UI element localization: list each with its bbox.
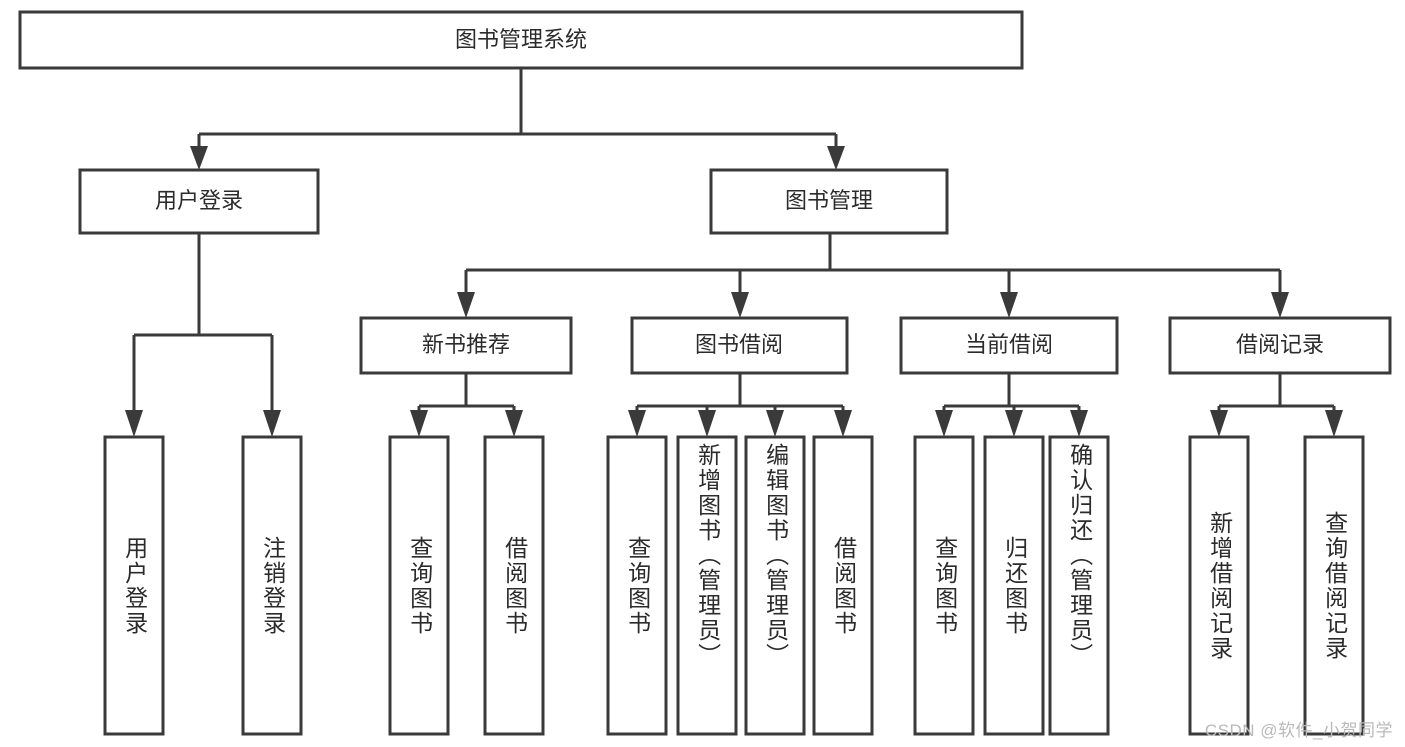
node-labels: 图书管理系统 用户登录 图书管理 新书推荐 图书借阅 当前借阅 借阅记录 <box>155 27 1324 357</box>
connectors <box>125 68 1343 437</box>
arrow-to-leaf-borrow-book-1 <box>505 410 523 437</box>
connector-book-mgmt-to-level3 <box>464 233 1282 296</box>
connector-new-book-rec-to-leaves <box>417 373 516 414</box>
arrow-to-leaf-query-book-2 <box>628 410 646 437</box>
csdn-watermark: CSDN @软件_小贺同学 <box>1204 721 1393 740</box>
arrow-to-leaf-confirm-return <box>1070 410 1088 437</box>
node-new-book-rec-label: 新书推荐 <box>422 332 510 357</box>
node-root-box[interactable] <box>18 10 1024 70</box>
leaf-box-add-record[interactable] <box>1188 435 1250 736</box>
node-book-borrow-label: 图书借阅 <box>695 332 783 357</box>
leaf-box-query-record[interactable] <box>1303 435 1365 736</box>
arrow-to-leaf-borrow-book-2 <box>834 410 852 437</box>
node-boxes <box>18 10 1392 736</box>
connector-book-borrow-to-leaves <box>635 373 845 414</box>
leaf-box-add-book[interactable] <box>676 435 738 736</box>
node-user-login-label: 用户登录 <box>155 188 243 213</box>
arrow-to-leaf-return-book <box>1005 410 1023 437</box>
arrow-to-borrow-record <box>1271 292 1289 318</box>
leaf-box-query-book-3[interactable] <box>913 435 975 736</box>
arrow-to-leaf-edit-book <box>766 410 784 437</box>
leaf-box-edit-book[interactable] <box>744 435 806 736</box>
leaf-box-borrow-book-2[interactable] <box>812 435 874 736</box>
node-book-borrow-box[interactable] <box>630 316 849 375</box>
leaf-box-return-book[interactable] <box>983 435 1045 736</box>
arrow-to-book-mgmt <box>827 146 845 170</box>
arrow-to-leaf-logout <box>263 410 281 437</box>
arrow-to-new-book-rec <box>457 292 475 318</box>
arrow-to-leaf-add-record <box>1210 410 1228 437</box>
node-root-label: 图书管理系统 <box>455 27 587 52</box>
leaf-box-confirm-return[interactable] <box>1048 435 1110 736</box>
arrow-to-leaf-query-book-1 <box>410 410 428 437</box>
node-book-mgmt-box[interactable] <box>709 168 949 235</box>
node-current-borrow-label: 当前借阅 <box>965 332 1053 357</box>
arrow-to-current-borrow <box>1000 292 1018 318</box>
node-current-borrow-box[interactable] <box>899 316 1119 375</box>
arrow-to-leaf-query-record <box>1325 410 1343 437</box>
node-new-book-rec-box[interactable] <box>359 316 573 375</box>
leaf-box-query-book-2[interactable] <box>606 435 668 736</box>
connector-user-login-to-leaves <box>132 233 274 413</box>
node-borrow-record-box[interactable] <box>1168 316 1392 375</box>
arrow-to-leaf-query-book-3 <box>935 410 953 437</box>
node-borrow-record-label: 借阅记录 <box>1236 332 1324 357</box>
connector-current-borrow-to-leaves <box>942 373 1081 414</box>
arrow-to-leaf-user-login <box>125 410 143 437</box>
leaf-box-user-login[interactable] <box>103 435 165 736</box>
connector-root-to-level2 <box>197 68 838 152</box>
arrow-to-user-login <box>190 146 208 170</box>
leaf-box-borrow-book-1[interactable] <box>483 435 545 736</box>
node-user-login-box[interactable] <box>78 168 320 235</box>
node-book-mgmt-label: 图书管理 <box>785 188 873 213</box>
arrow-to-book-borrow <box>731 292 749 318</box>
arrow-to-leaf-add-book <box>698 410 716 437</box>
connector-borrow-record-to-leaves <box>1217 373 1336 414</box>
leaf-box-query-book-1[interactable] <box>388 435 450 736</box>
leaf-box-logout[interactable] <box>241 435 303 736</box>
